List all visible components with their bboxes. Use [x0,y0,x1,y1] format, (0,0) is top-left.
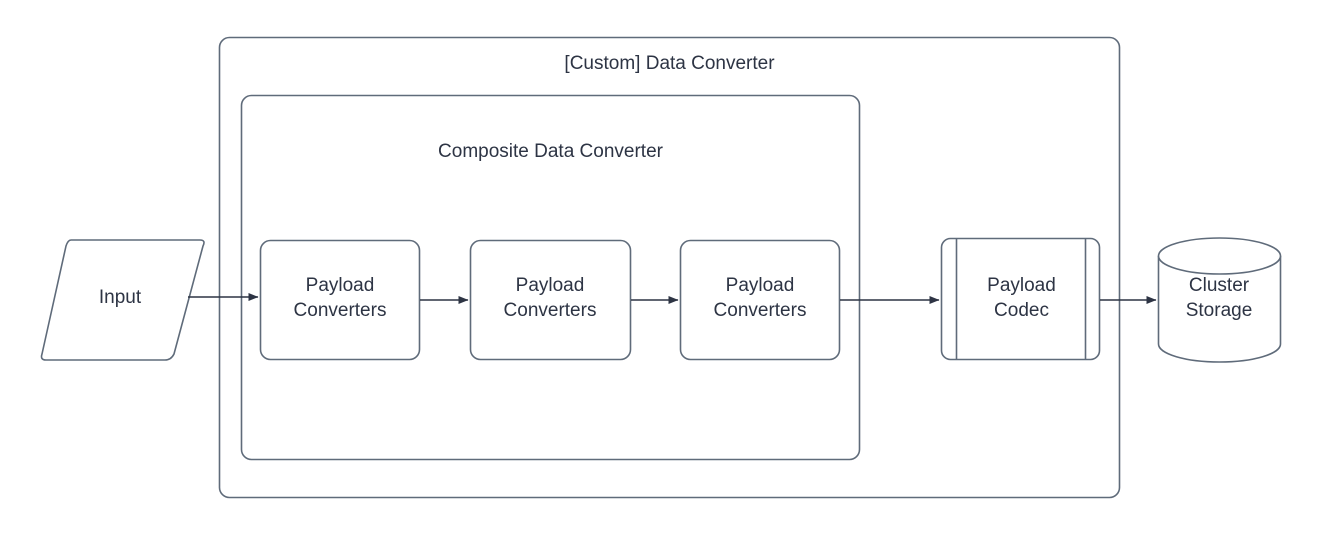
node-payload-converters-1-shape[interactable] [259,239,421,361]
node-input-shape[interactable] [40,239,205,361]
node-payload-converters-3-shape[interactable] [679,239,841,361]
node-payload-converters-2-shape[interactable] [469,239,632,361]
node-cluster-storage-body[interactable] [1157,256,1282,363]
node-cluster-storage-top-ellipse [1157,237,1282,275]
node-payload-codec-shape[interactable] [940,237,1101,361]
